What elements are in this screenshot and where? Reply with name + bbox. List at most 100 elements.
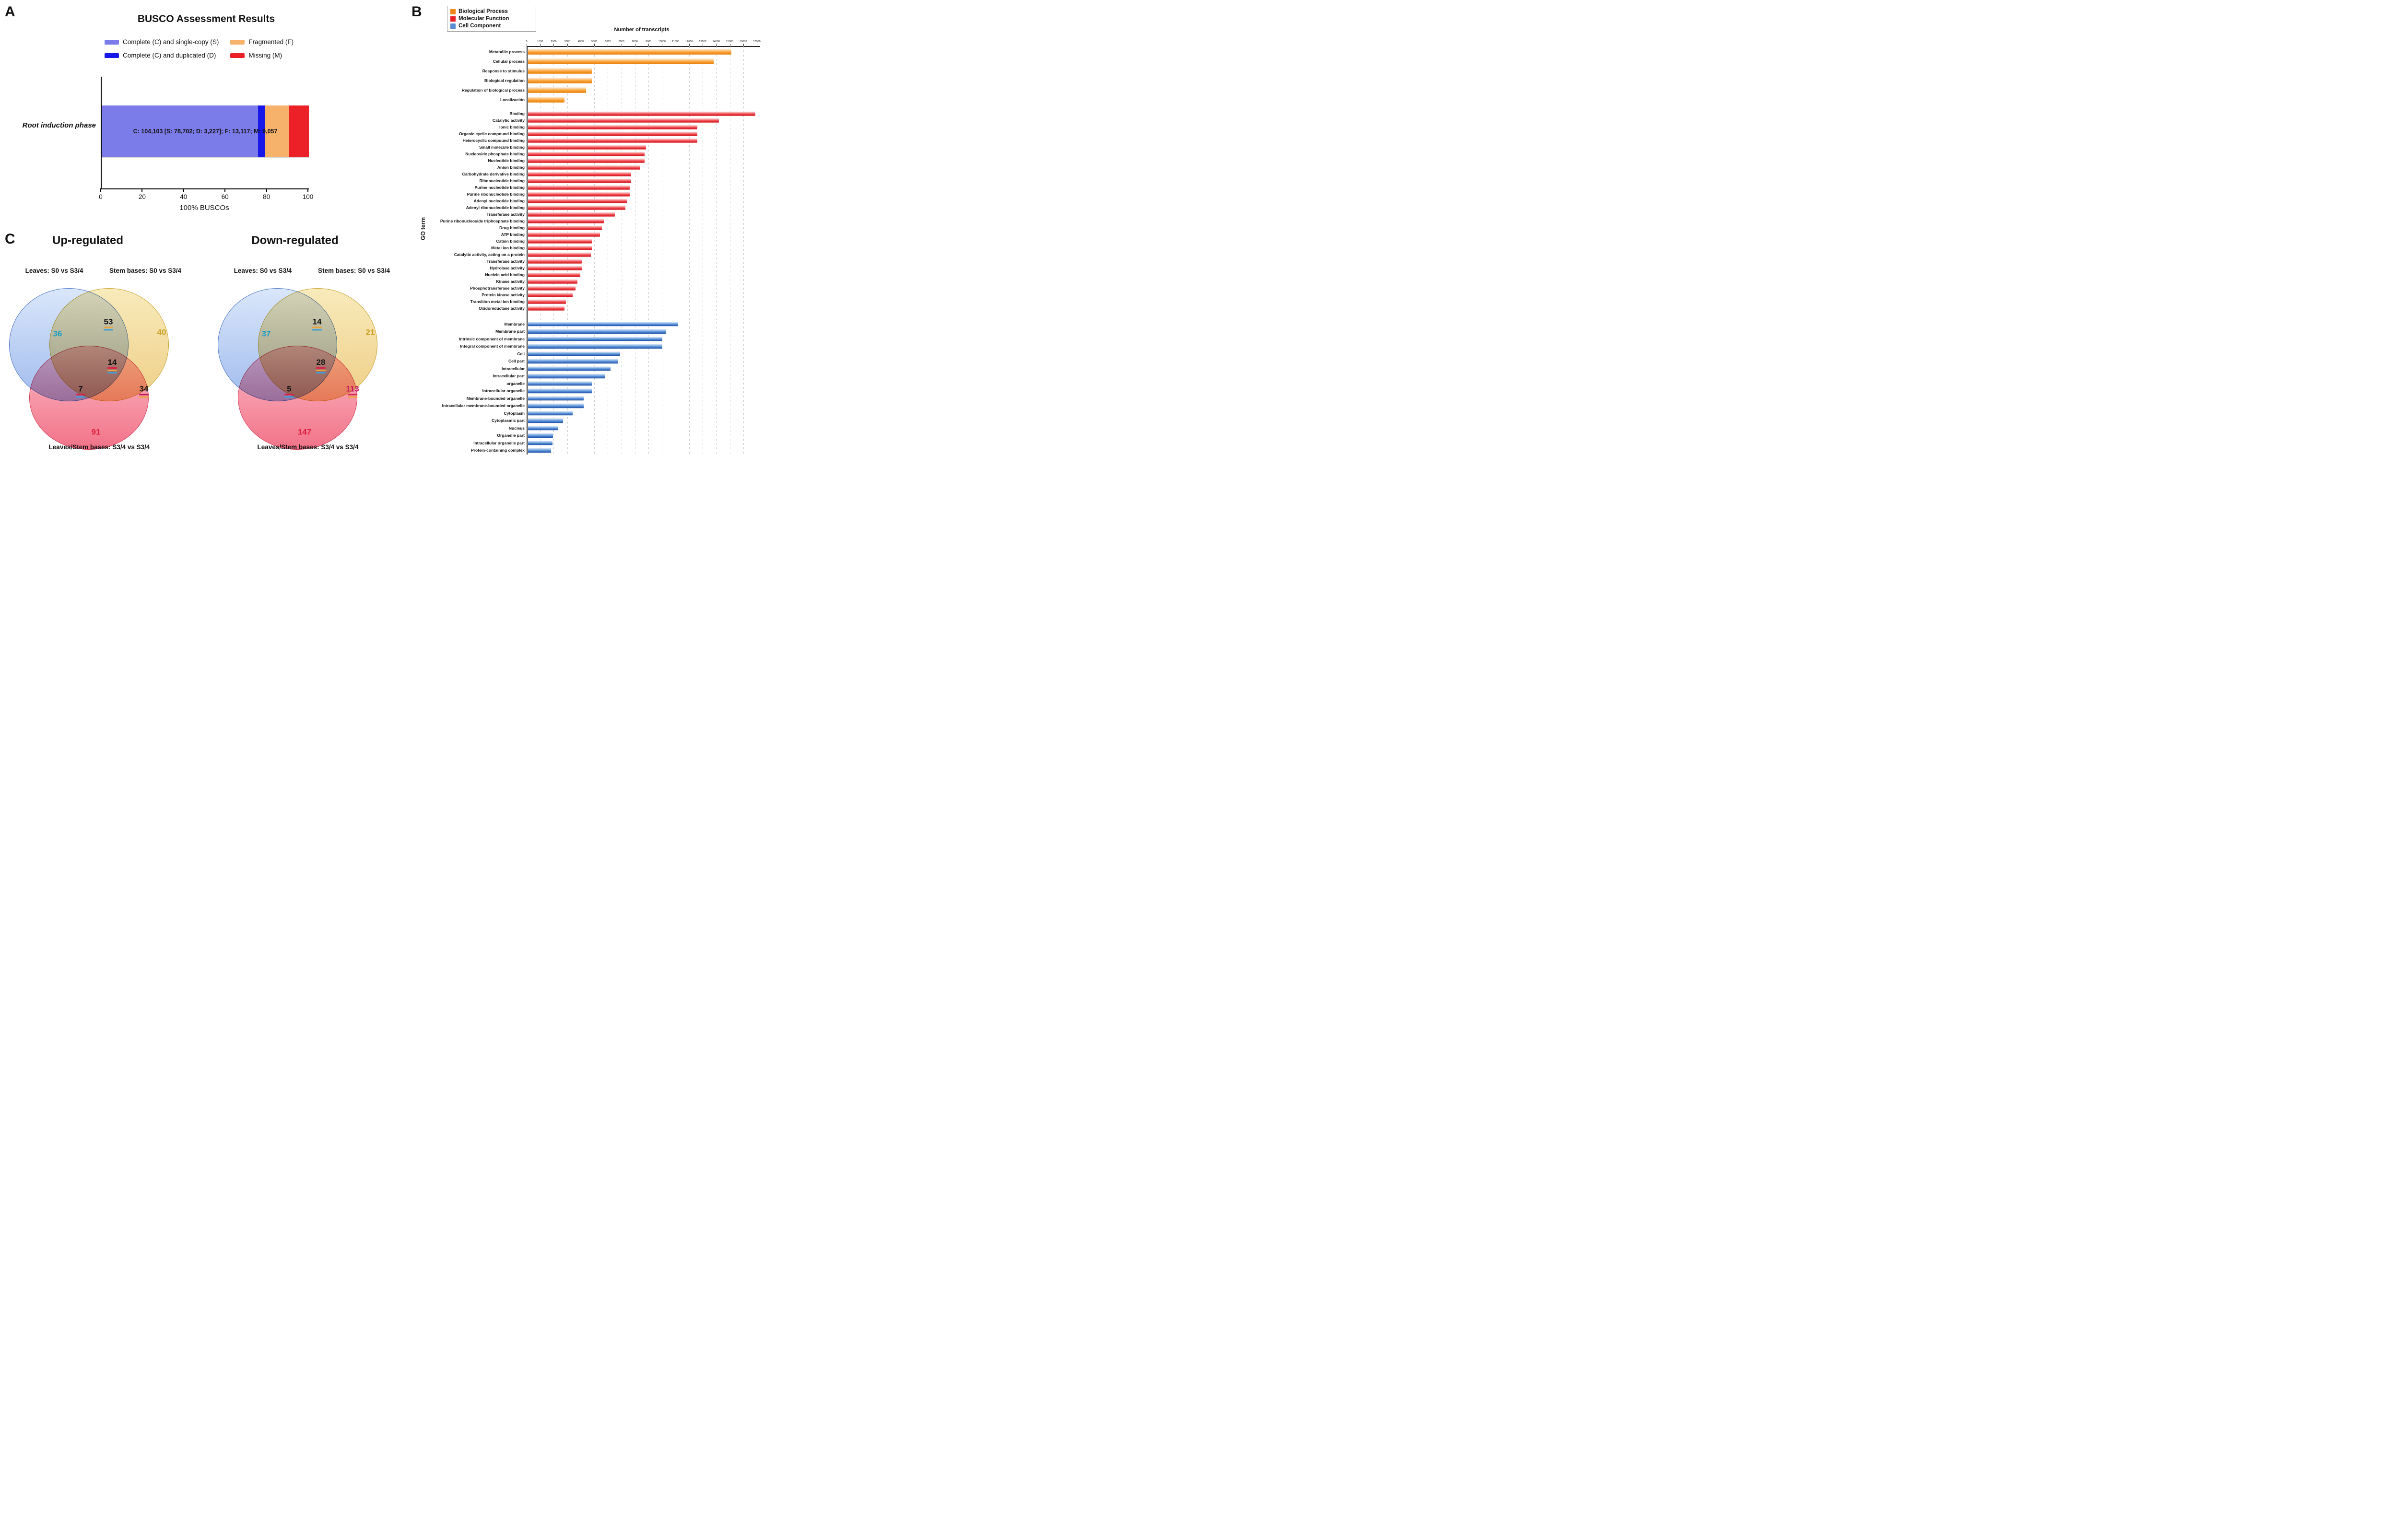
go-row: Nucleic acid binding: [422, 271, 767, 278]
x-tick-mark: [100, 188, 101, 192]
go-bar-zone: [527, 171, 767, 177]
go-term-label: Organic cyclic compound binding: [459, 131, 525, 136]
venn-count-value: 91: [91, 427, 101, 437]
go-bar: [528, 329, 666, 334]
go-term-label: Adenyl nucleotide binding: [473, 198, 525, 203]
go-term-label: Kinase activity: [496, 279, 525, 284]
venn-circle-leaves-stem: [29, 346, 149, 450]
go-term-label: Ribonucleotide binding: [479, 178, 525, 183]
go-row: Purine nucleotide binding: [422, 184, 767, 191]
x-tick-label: 0: [99, 193, 103, 200]
go-term-label: organelle: [506, 381, 525, 386]
venn-count-set2-only: 21: [366, 328, 375, 337]
go-term-label: Integral component of membrane: [460, 344, 525, 349]
venn-count-set1-set3: 7: [76, 385, 85, 398]
go-row: Ribonucleotide binding: [422, 177, 767, 184]
venn-set-label-bottom: Leaves/Stem bases: S3/4 vs S3/4: [48, 443, 150, 451]
go-bar: [528, 205, 626, 210]
go-bar: [528, 448, 551, 453]
go-bar-zone: [527, 224, 767, 231]
go-x-tick-mark: [743, 44, 744, 46]
venn-count-set1-only: 37: [262, 330, 271, 338]
venn-down-title: Down-regulated: [251, 234, 339, 247]
go-bar: [528, 96, 565, 103]
go-term-label: Metabólic process: [489, 49, 525, 54]
go-bar: [528, 252, 591, 257]
venn-count-value: 34: [139, 384, 149, 394]
go-term-label: Intracellular organelle part: [473, 440, 525, 445]
go-term-label: Transition metal ion binding: [470, 299, 525, 304]
go-x-tick-label: 1000: [537, 40, 543, 43]
go-x-tick-label: 4000: [577, 40, 584, 43]
venn-count-value: 147: [297, 427, 312, 437]
go-x-tick-label: 16000: [740, 40, 747, 43]
go-bar: [528, 118, 719, 123]
go-bar-zone: [527, 285, 767, 292]
go-bar: [528, 259, 582, 264]
go-term-label: Cation binding: [496, 238, 525, 244]
go-bar: [528, 125, 697, 129]
go-bar: [528, 306, 565, 311]
venn-count-center: 28: [316, 358, 326, 373]
go-bar-zone: [527, 365, 767, 373]
go-bar-zone: [527, 95, 767, 105]
busco-stacked-bar: [102, 105, 309, 157]
legend-label: Complete (C) and duplicated (D): [123, 52, 216, 59]
go-bar-zone: [527, 380, 767, 387]
go-bar-zone: [527, 350, 767, 358]
go-bar-zone: [527, 439, 767, 447]
venn-set-label-left: Leaves: S0 vs S3/4: [25, 267, 83, 274]
go-bar: [528, 212, 615, 217]
go-x-tick-mark: [540, 44, 541, 46]
venn-set-mark: [284, 394, 294, 396]
go-x-axis-line: [527, 46, 760, 47]
venn-count-set3-only: 147: [298, 428, 311, 436]
go-bar-zone: [527, 424, 767, 432]
go-bar-zone: [527, 373, 767, 380]
go-term-label: Anion binding: [497, 164, 525, 170]
busco-segment: [258, 105, 265, 157]
venn-count-set2-only: 40: [157, 328, 166, 337]
venn-set-mark: [76, 396, 85, 398]
go-bar: [528, 321, 679, 327]
go-term-label: Nucleus: [508, 425, 525, 431]
go-bar: [528, 232, 600, 237]
go-term-label: Organelle part: [497, 433, 525, 438]
legend-swatch: [450, 23, 456, 29]
go-bar-zone: [527, 66, 767, 76]
go-bar: [528, 58, 714, 65]
go-term-label: Nucleic acid binding: [485, 272, 525, 277]
go-bar: [528, 87, 587, 93]
go-bar: [528, 239, 592, 244]
venn-set-mark: [104, 329, 113, 331]
go-term-label: Intracellular organelle: [482, 388, 525, 393]
go-bar: [528, 158, 645, 163]
go-term-label: Biological regulation: [484, 78, 525, 83]
go-bar: [528, 138, 697, 143]
busco-title: BUSCO Assessment Results: [137, 13, 275, 24]
go-bar: [528, 418, 564, 423]
go-x-tick-mark: [567, 44, 568, 46]
x-tick-label: 40: [180, 193, 188, 200]
go-term-label: Small molecule binding: [479, 144, 525, 150]
go-bar: [528, 48, 731, 55]
go-row: Organic cyclic compound binding: [422, 130, 767, 137]
go-bar: [528, 245, 592, 250]
go-bar-zone: [527, 144, 767, 151]
go-row: Catalytic activity, acting on a protein: [422, 251, 767, 258]
go-bar: [528, 185, 630, 190]
go-bar: [528, 272, 580, 277]
venn-count-set1-set2: 53: [104, 318, 113, 331]
venn-set-mark: [316, 372, 326, 373]
go-row: Hydrolase activity: [422, 265, 767, 271]
busco-legend-item: Complete (C) and single-copy (S): [105, 38, 219, 46]
go-x-tick-label: 9000: [645, 40, 652, 43]
venn-set-mark: [107, 372, 117, 373]
go-bar: [528, 145, 646, 150]
go-row: Membrane-bounded organelle: [422, 395, 767, 402]
go-x-tick-mark: [716, 44, 717, 46]
panel-b-letter: B: [411, 4, 422, 20]
go-bar: [528, 178, 631, 183]
